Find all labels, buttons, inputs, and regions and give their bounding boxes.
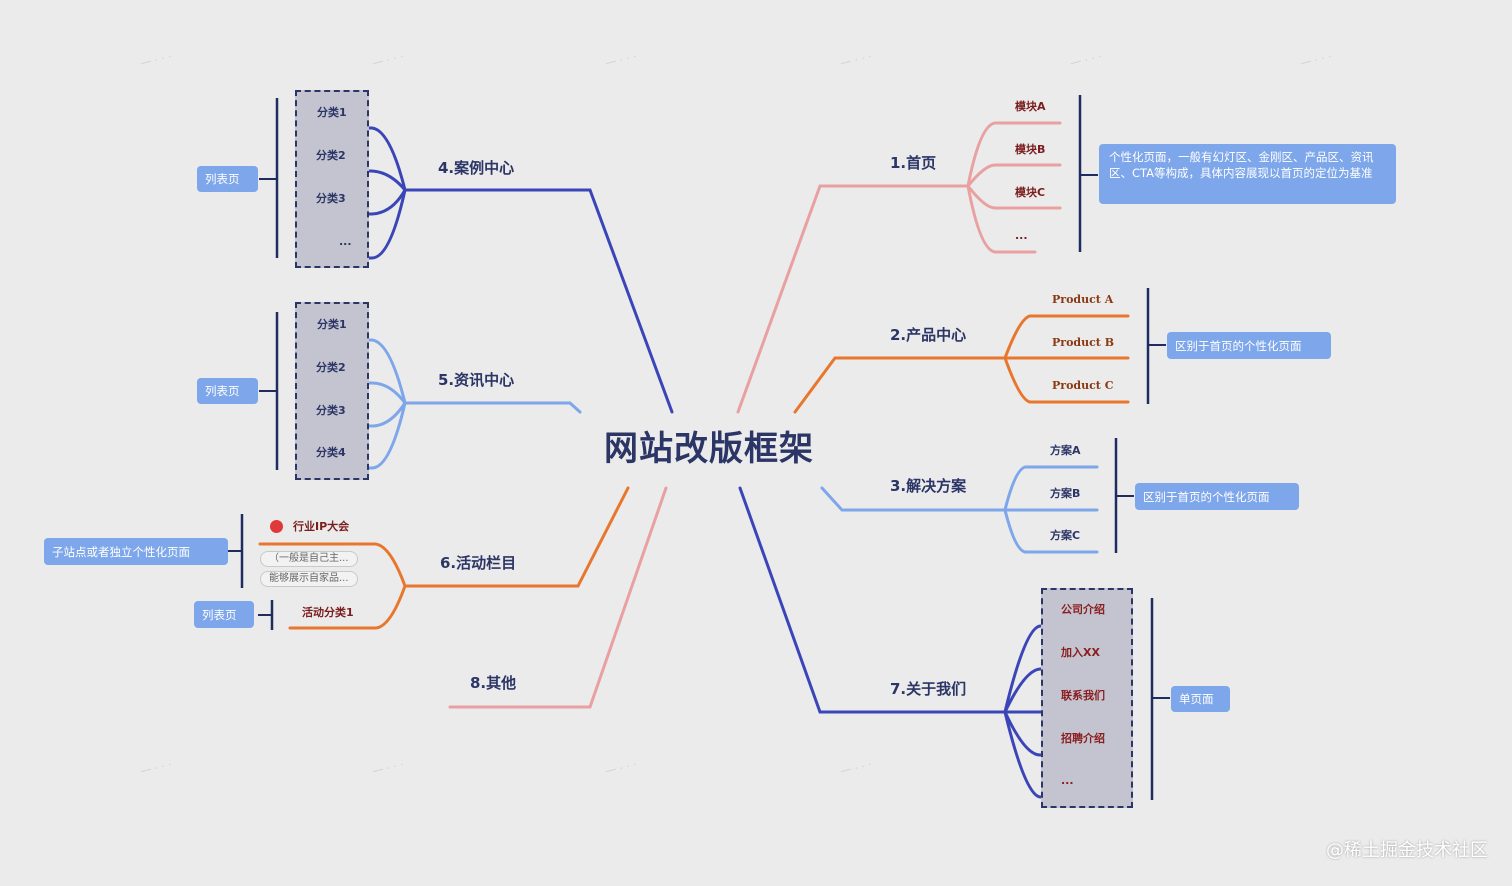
note-solutions[interactable]: 区别于首页的个性化页面	[1135, 483, 1299, 510]
connector-events	[258, 486, 630, 630]
note-news[interactable]: 列表页	[197, 378, 258, 404]
leaf-company-intro[interactable]: 公司介绍	[1061, 603, 1105, 616]
leaf-product-a[interactable]: Product A	[1052, 293, 1114, 306]
note-home[interactable]: 个性化页面，一般有幻灯区、金刚区、产品区、资讯区、CTA等构成，具体内容展现以首…	[1099, 144, 1396, 204]
leaf-category-4[interactable]: 分类4	[316, 446, 346, 459]
leaf-product-c[interactable]: Product C	[1052, 379, 1114, 392]
footer-watermark: @稀土掘金技术社区	[1326, 840, 1488, 861]
note-products[interactable]: 区别于首页的个性化页面	[1167, 332, 1331, 359]
group-news-frame	[295, 302, 369, 480]
note-cases[interactable]: 列表页	[197, 166, 258, 192]
leaf-recruitment[interactable]: 招聘介绍	[1061, 732, 1105, 745]
leaf-industry-ip-conference[interactable]: 行业IP大会	[293, 520, 350, 533]
leaf-plan-c[interactable]: 方案C	[1050, 529, 1081, 542]
note-about[interactable]: 单页面	[1171, 686, 1230, 712]
group-about-frame	[1041, 588, 1133, 808]
branch-cases-title[interactable]: 4.案例中心	[438, 159, 515, 177]
leaf-module-b[interactable]: 模块B	[1015, 143, 1046, 156]
leaf-module-a[interactable]: 模块A	[1015, 100, 1046, 113]
leaf-more[interactable]: ...	[1061, 774, 1074, 787]
leaf-module-c[interactable]: 模块C	[1015, 186, 1046, 199]
leaf-category-3[interactable]: 分类3	[316, 192, 346, 205]
note-pill[interactable]: （一般是自己主...	[260, 551, 358, 567]
note-events-site[interactable]: 子站点或者独立个性化页面	[44, 538, 228, 565]
leaf-category-1[interactable]: 分类1	[317, 318, 347, 331]
leaf-more[interactable]: ...	[1015, 229, 1028, 242]
leaf-join-us[interactable]: 加入XX	[1061, 646, 1100, 659]
leaf-event-category-1[interactable]: 活动分类1	[302, 606, 354, 619]
connector-home	[736, 121, 1062, 414]
branch-events-title[interactable]: 6.活动栏目	[440, 554, 517, 572]
leaf-plan-b[interactable]: 方案B	[1050, 487, 1081, 500]
branch-products-title[interactable]: 2.产品中心	[890, 326, 967, 344]
connector-other	[448, 486, 668, 709]
branch-news-title[interactable]: 5.资讯中心	[438, 371, 515, 389]
note-events-list[interactable]: 列表页	[194, 601, 254, 628]
connector-cases	[303, 126, 674, 414]
group-cases-frame	[295, 90, 369, 268]
branch-other-title[interactable]: 8.其他	[470, 674, 517, 692]
leaf-category-2[interactable]: 分类2	[316, 361, 346, 374]
connector-news	[303, 338, 582, 470]
leaf-plan-a[interactable]: 方案A	[1050, 444, 1081, 457]
branch-solutions-title[interactable]: 3.解决方案	[890, 477, 967, 495]
leaf-category-2[interactable]: 分类2	[316, 149, 346, 162]
connector-solutions	[820, 465, 1099, 554]
leaf-contact-us[interactable]: 联系我们	[1061, 689, 1105, 702]
connector-products	[793, 314, 1130, 414]
branch-home-title[interactable]: 1.首页	[890, 154, 937, 172]
branch-about-title[interactable]: 7.关于我们	[890, 680, 967, 698]
leaf-product-b[interactable]: Product B	[1052, 336, 1114, 349]
central-topic[interactable]: 网站改版框架	[604, 429, 814, 469]
note-pill[interactable]: 能够展示自家品...	[260, 571, 358, 587]
leaf-category-3[interactable]: 分类3	[316, 404, 346, 417]
leaf-more[interactable]: ...	[339, 235, 352, 248]
leaf-category-1[interactable]: 分类1	[317, 106, 347, 119]
marker-dot-icon	[270, 520, 283, 533]
